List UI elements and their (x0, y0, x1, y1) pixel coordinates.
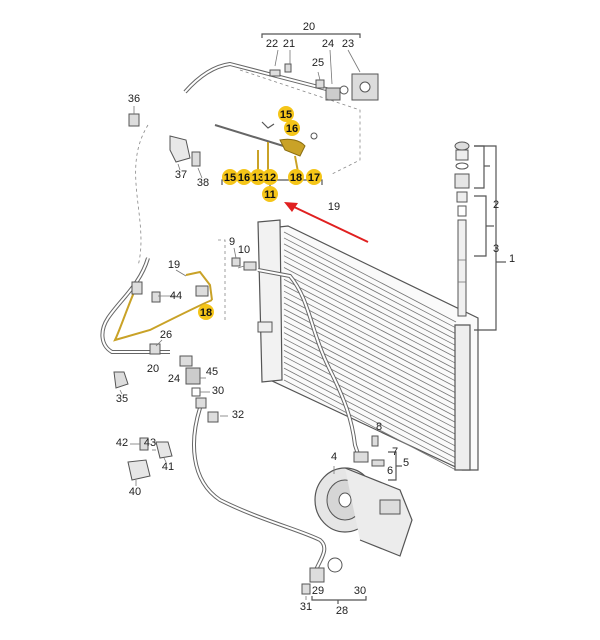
highlighted-part-label-17: 17 (308, 172, 320, 184)
part-label-41: 41 (162, 461, 174, 473)
upper-suction-hose (183, 33, 379, 176)
highlighted-part-label-18: 18 (290, 172, 302, 184)
part-label-43: 43 (144, 437, 156, 449)
highlight-marker (306, 169, 322, 185)
part-label-38: 38 (197, 177, 209, 189)
highlight-marker (222, 169, 238, 185)
highlighted-part-label-12: 12 (264, 172, 276, 184)
highlighted-part-label-16: 16 (286, 123, 298, 135)
part-label-40: 40 (129, 486, 141, 498)
condenser-fin (283, 302, 457, 394)
part-label-23: 23 (342, 38, 354, 50)
left-bracket-parts (128, 106, 203, 267)
condenser-fin (283, 367, 457, 459)
part-label-24: 24 (168, 373, 180, 385)
condenser-fin (283, 255, 457, 347)
part-label-7: 7 (392, 446, 398, 458)
condenser-fin (283, 296, 457, 388)
part-label-25: 25 (312, 57, 324, 69)
part-label-45: 45 (206, 366, 218, 378)
condenser-fin (283, 273, 457, 364)
part-label-37: 37 (175, 169, 187, 181)
part-label-36: 36 (128, 93, 140, 105)
condenser-fin (283, 361, 457, 453)
condenser-fin (283, 355, 457, 447)
condenser-fin (283, 249, 457, 341)
highlighted-part-label-13: 13 (252, 172, 264, 184)
condenser-fins (283, 231, 457, 471)
callout-arrow (284, 202, 369, 243)
highlighted-part-label-15: 15 (224, 172, 236, 184)
condenser-fin (283, 338, 457, 429)
highlight-marker (278, 106, 294, 122)
suction-line-lower (127, 387, 327, 571)
discharge-line (231, 247, 402, 481)
condenser (257, 219, 479, 471)
left-liquid-line (100, 239, 226, 395)
part-label-30: 30 (354, 585, 366, 597)
part-label-19: 19 (328, 201, 340, 213)
condenser-fin (283, 243, 457, 335)
part-label-9: 9 (229, 236, 235, 248)
condenser-fin (283, 284, 457, 376)
part-label-20: 20 (303, 21, 315, 33)
highlighted-part-label-11: 11 (264, 189, 276, 201)
part-label-20: 20 (147, 363, 159, 375)
part-label-24: 24 (322, 38, 334, 50)
part-label-2: 2 (493, 199, 499, 211)
part-label-29: 29 (312, 585, 324, 597)
highlighted-part-label-18: 18 (200, 307, 212, 319)
condenser-fin (283, 350, 457, 441)
part-label-5: 5 (403, 457, 409, 469)
highlight-marker (284, 120, 300, 136)
condenser-fin (283, 290, 457, 382)
part-label-35: 35 (116, 393, 128, 405)
part-label-44: 44 (170, 290, 182, 302)
highlight-marker (262, 169, 278, 185)
condenser-fin (283, 344, 457, 435)
part-label-3: 3 (493, 243, 499, 255)
part-label-21: 21 (283, 38, 295, 50)
condenser-fin (283, 261, 457, 352)
highlight-marker (236, 169, 252, 185)
highlight-marker (288, 169, 304, 185)
highlight-marker (198, 304, 214, 320)
condenser-fin (283, 379, 457, 471)
condenser-fin (283, 326, 457, 418)
part-label-19: 19 (168, 259, 180, 271)
condenser-fin (283, 373, 457, 465)
part-label-22: 22 (266, 38, 278, 50)
part-label-1: 1 (509, 253, 515, 265)
highlighted-part-label-16: 16 (238, 172, 250, 184)
part-label-4: 4 (331, 451, 337, 463)
condenser-fin (283, 320, 457, 412)
part-label-32: 32 (232, 409, 244, 421)
condenser-fin (283, 231, 457, 323)
part-label-28: 28 (336, 605, 348, 617)
condenser-fin (283, 279, 457, 370)
highlight-marker (250, 169, 266, 185)
part-label-6: 6 (387, 465, 393, 477)
part-label-31: 31 (300, 601, 312, 613)
part-label-42: 42 (116, 437, 128, 449)
highlight-marker (262, 186, 278, 202)
highlighted-part-label-15: 15 (280, 109, 292, 121)
part-label-30: 30 (212, 385, 224, 397)
ac-compressor (301, 466, 413, 604)
receiver-drier (454, 141, 506, 331)
condenser-fin (283, 237, 457, 329)
part-label-8: 8 (376, 421, 382, 433)
part-label-10: 10 (238, 244, 250, 256)
condenser-fin (283, 267, 457, 358)
condenser-fin (283, 332, 457, 423)
part-label-26: 26 (160, 329, 172, 341)
